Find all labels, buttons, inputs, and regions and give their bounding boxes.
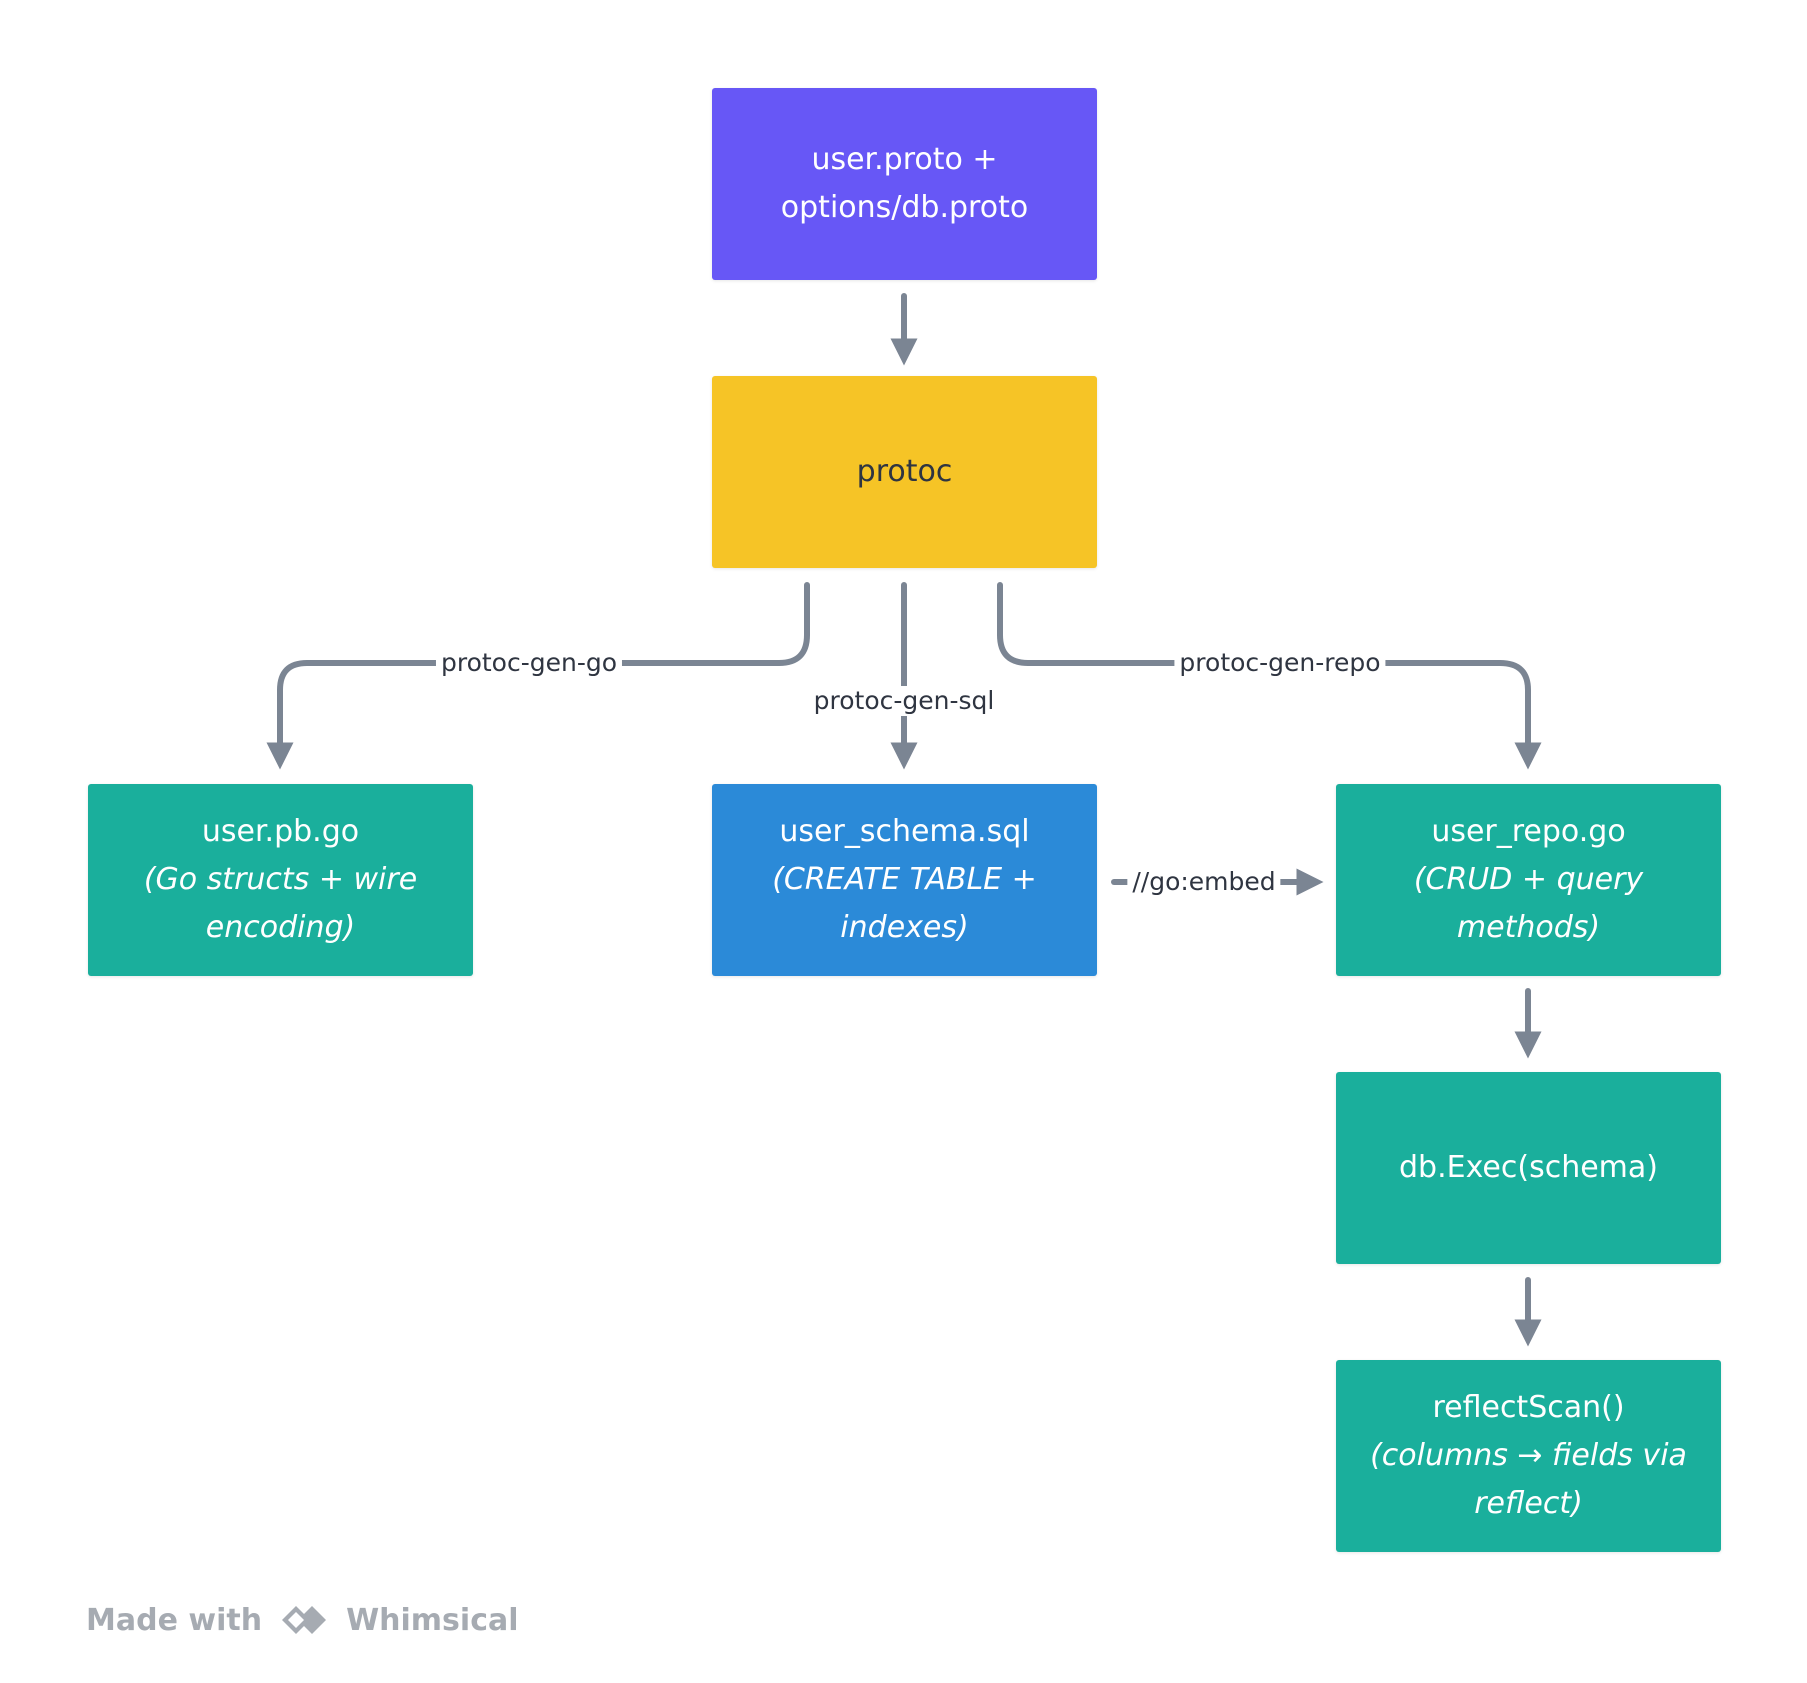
node-protoc-label: protoc [856, 454, 953, 489]
node-reflect-scan-title: reflectScan() [1432, 1390, 1625, 1425]
edge-label-protoc-gen-sql: protoc-gen-sql [808, 686, 1000, 716]
made-with-text: Made with [86, 1602, 263, 1638]
node-user-repo-go-title: user_repo.go [1431, 814, 1626, 849]
node-db-exec[interactable]: db.Exec(schema) [1336, 1072, 1721, 1264]
node-user-repo-go[interactable]: user_repo.go (CRUD + query methods) [1336, 784, 1721, 976]
node-protoc[interactable]: protoc [712, 376, 1097, 568]
node-user-schema-sql-title: user_schema.sql [779, 814, 1030, 849]
made-with-whimsical-badge[interactable]: Made with Whimsical [86, 1598, 519, 1642]
node-user-pb-go-desc: (Go structs + wire encoding) [143, 862, 418, 945]
edge-label-protoc-gen-repo: protoc-gen-repo [1174, 648, 1386, 678]
node-user-schema-sql-desc: (CREATE TABLE + indexes) [772, 862, 1037, 945]
node-user-repo-go-desc: (CRUD + query methods) [1413, 862, 1644, 945]
node-user-schema-sql[interactable]: user_schema.sql (CREATE TABLE + indexes) [712, 784, 1097, 976]
whimsical-logo-icon [282, 1606, 327, 1634]
node-user-pb-go-title: user.pb.go [201, 814, 360, 849]
node-proto-sources-line2: options/db.proto [780, 190, 1029, 225]
edge-label-go-embed: //go:embed [1127, 867, 1281, 897]
node-proto-sources-line1: user.proto + [811, 142, 998, 177]
node-reflect-scan[interactable]: reflectScan() (columns → fields via refl… [1336, 1360, 1721, 1552]
node-user-pb-go[interactable]: user.pb.go (Go structs + wire encoding) [88, 784, 473, 976]
node-proto-sources[interactable]: user.proto + options/db.proto [712, 88, 1097, 280]
node-db-exec-label: db.Exec(schema) [1399, 1150, 1658, 1185]
whimsical-brand-text: Whimsical [346, 1602, 519, 1638]
edge-label-protoc-gen-go: protoc-gen-go [435, 648, 623, 678]
node-reflect-scan-desc: (columns → fields via reflect) [1370, 1438, 1687, 1521]
